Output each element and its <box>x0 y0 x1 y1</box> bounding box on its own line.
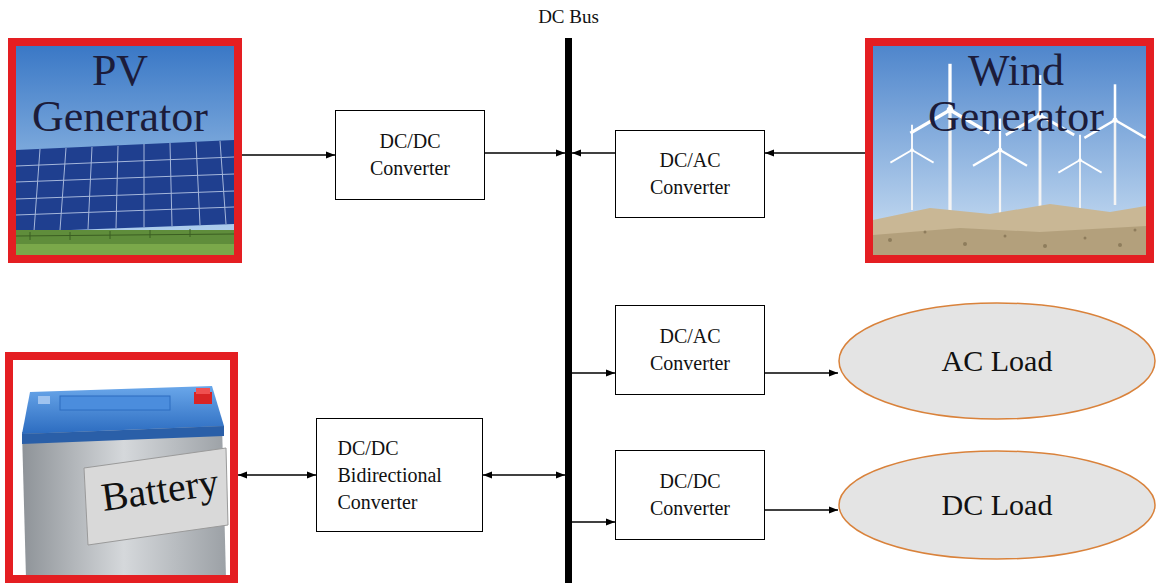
node-label: DC/DC Converter <box>358 128 462 182</box>
bidirectional-converter-box: DC/DC Bidirectional Converter <box>316 418 483 532</box>
ellipse-shape <box>839 451 1155 559</box>
ellipse-shape <box>839 303 1155 419</box>
battery-frame: Battery <box>5 352 238 583</box>
load-ellipse: AC Load <box>838 302 1156 420</box>
node-label: DC/DC Converter <box>638 468 742 522</box>
arrow-connector <box>572 521 615 523</box>
converter-box: DC/DC Converter <box>615 450 765 540</box>
arrow-connector <box>238 474 316 476</box>
node-label: DC/AC Converter <box>638 147 742 201</box>
converter-box: DC/DC Converter <box>335 110 485 200</box>
arrow-connector <box>765 372 838 374</box>
node-label: PV Generator <box>22 48 218 140</box>
converter-box: DC/AC Converter <box>615 305 765 395</box>
arrow-connector <box>485 152 565 154</box>
wind-generator-frame: Wind Generator <box>865 38 1154 263</box>
dc-bus-bar: DC Bus <box>565 38 572 583</box>
bus-label: DC Bus <box>513 6 624 28</box>
node-label: DC/AC Converter <box>638 323 742 377</box>
load-ellipse: DC Load <box>838 450 1156 560</box>
arrow-connector <box>242 154 335 156</box>
converter-box: DC/AC Converter <box>615 130 765 218</box>
arrow-connector <box>765 152 865 154</box>
node-label: Wind Generator <box>893 48 1139 140</box>
node-label: Battery <box>99 462 221 518</box>
arrow-connector <box>483 474 565 476</box>
node-label: DC/DC Bidirectional Converter <box>338 435 462 516</box>
arrow-connector <box>765 509 838 511</box>
node-label: DC Load <box>942 488 1053 522</box>
node-label: AC Load <box>942 344 1053 378</box>
arrow-connector <box>572 372 615 374</box>
pv-generator-frame: PV Generator <box>8 38 242 263</box>
arrow-connector <box>572 152 615 154</box>
